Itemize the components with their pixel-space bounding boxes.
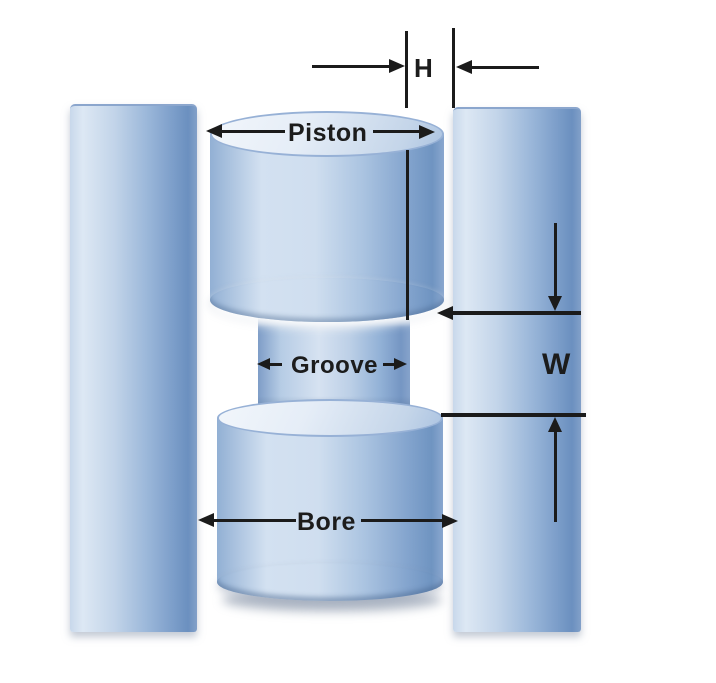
groove-arrow-left-line — [270, 363, 282, 366]
groove-arrow-right-head-icon — [394, 358, 407, 370]
piston-lower-top-face — [217, 399, 443, 437]
bore-wall-right — [453, 107, 581, 632]
bore-arrow-left-head-icon — [198, 513, 214, 527]
groove-label: Groove — [291, 352, 379, 379]
piston-label: Piston — [288, 119, 368, 147]
h-extension-line-right — [452, 28, 455, 108]
piston-arrow-left-line — [221, 130, 285, 133]
h-arrow-right-head-icon — [456, 60, 472, 74]
piston-upper-body — [210, 134, 444, 300]
h-arrow-left-head-icon — [389, 59, 405, 73]
w-top-arrowhead-icon — [437, 306, 453, 320]
piston-lower-body — [217, 418, 443, 582]
w-up-arrow-line — [554, 431, 557, 522]
piston-lower-bottom-edge — [217, 563, 443, 601]
piston-arrow-left-head-icon — [206, 124, 222, 138]
w-down-arrow-line — [554, 223, 557, 297]
bore-label: Bore — [297, 508, 356, 536]
groove-arrow-right-line — [383, 363, 394, 366]
piston-upper-bottom-edge — [210, 278, 444, 322]
h-arrow-right-line — [471, 66, 539, 69]
w-dimension-label: W — [542, 348, 571, 381]
bore-arrow-left-line — [213, 519, 296, 522]
w-up-arrowhead-icon — [548, 417, 562, 432]
piston-arrow-right-head-icon — [419, 125, 435, 139]
w-top-line — [446, 311, 581, 315]
h-dimension-label: H — [414, 53, 433, 83]
piston-arrow-right-line — [373, 130, 419, 133]
groove-edge-reference-line — [406, 150, 409, 320]
bore-arrow-right-line — [361, 519, 442, 522]
w-bottom-line — [441, 413, 586, 417]
h-arrow-left-line — [312, 65, 392, 68]
bore-arrow-right-head-icon — [442, 514, 458, 528]
piston-upper-top-face — [210, 111, 444, 157]
h-extension-line-left — [405, 31, 408, 108]
w-down-arrowhead-icon — [548, 296, 562, 311]
groove-arrow-left-head-icon — [257, 358, 270, 370]
bore-wall-left — [70, 104, 197, 632]
